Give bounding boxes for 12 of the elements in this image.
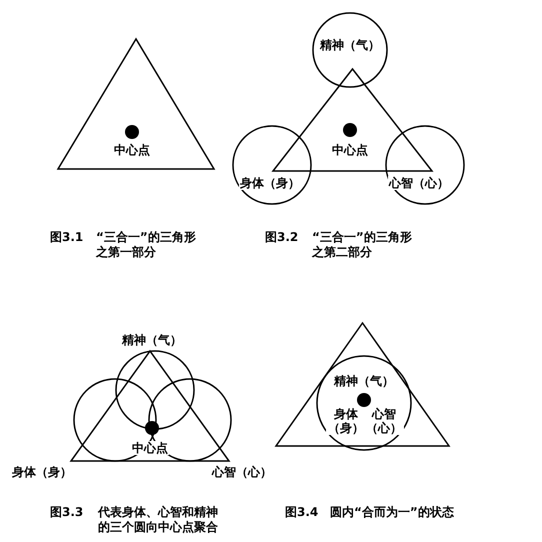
figure-number: 图3.1 — [50, 230, 84, 245]
figure-caption: 代表身体、心智和精神的三个圆向中心点聚合 — [98, 505, 219, 535]
node-label: 身体（身） — [239, 176, 301, 190]
figure-number: 图3.2 — [265, 230, 298, 245]
node-label: 中心点 — [331, 143, 369, 157]
figure-caption: 圆内“合而为一”的状态 — [330, 505, 454, 520]
figure-caption: “三合一”的三角形之第一部分 — [96, 230, 197, 260]
node-label: 中心点 — [113, 143, 151, 157]
node-label: 中心点 — [131, 441, 169, 455]
figure-number: 图3.3 — [50, 505, 84, 520]
figure-caption: “三合一”的三角形之第二部分 — [312, 230, 413, 260]
figure-number: 图3.4 — [285, 505, 318, 520]
